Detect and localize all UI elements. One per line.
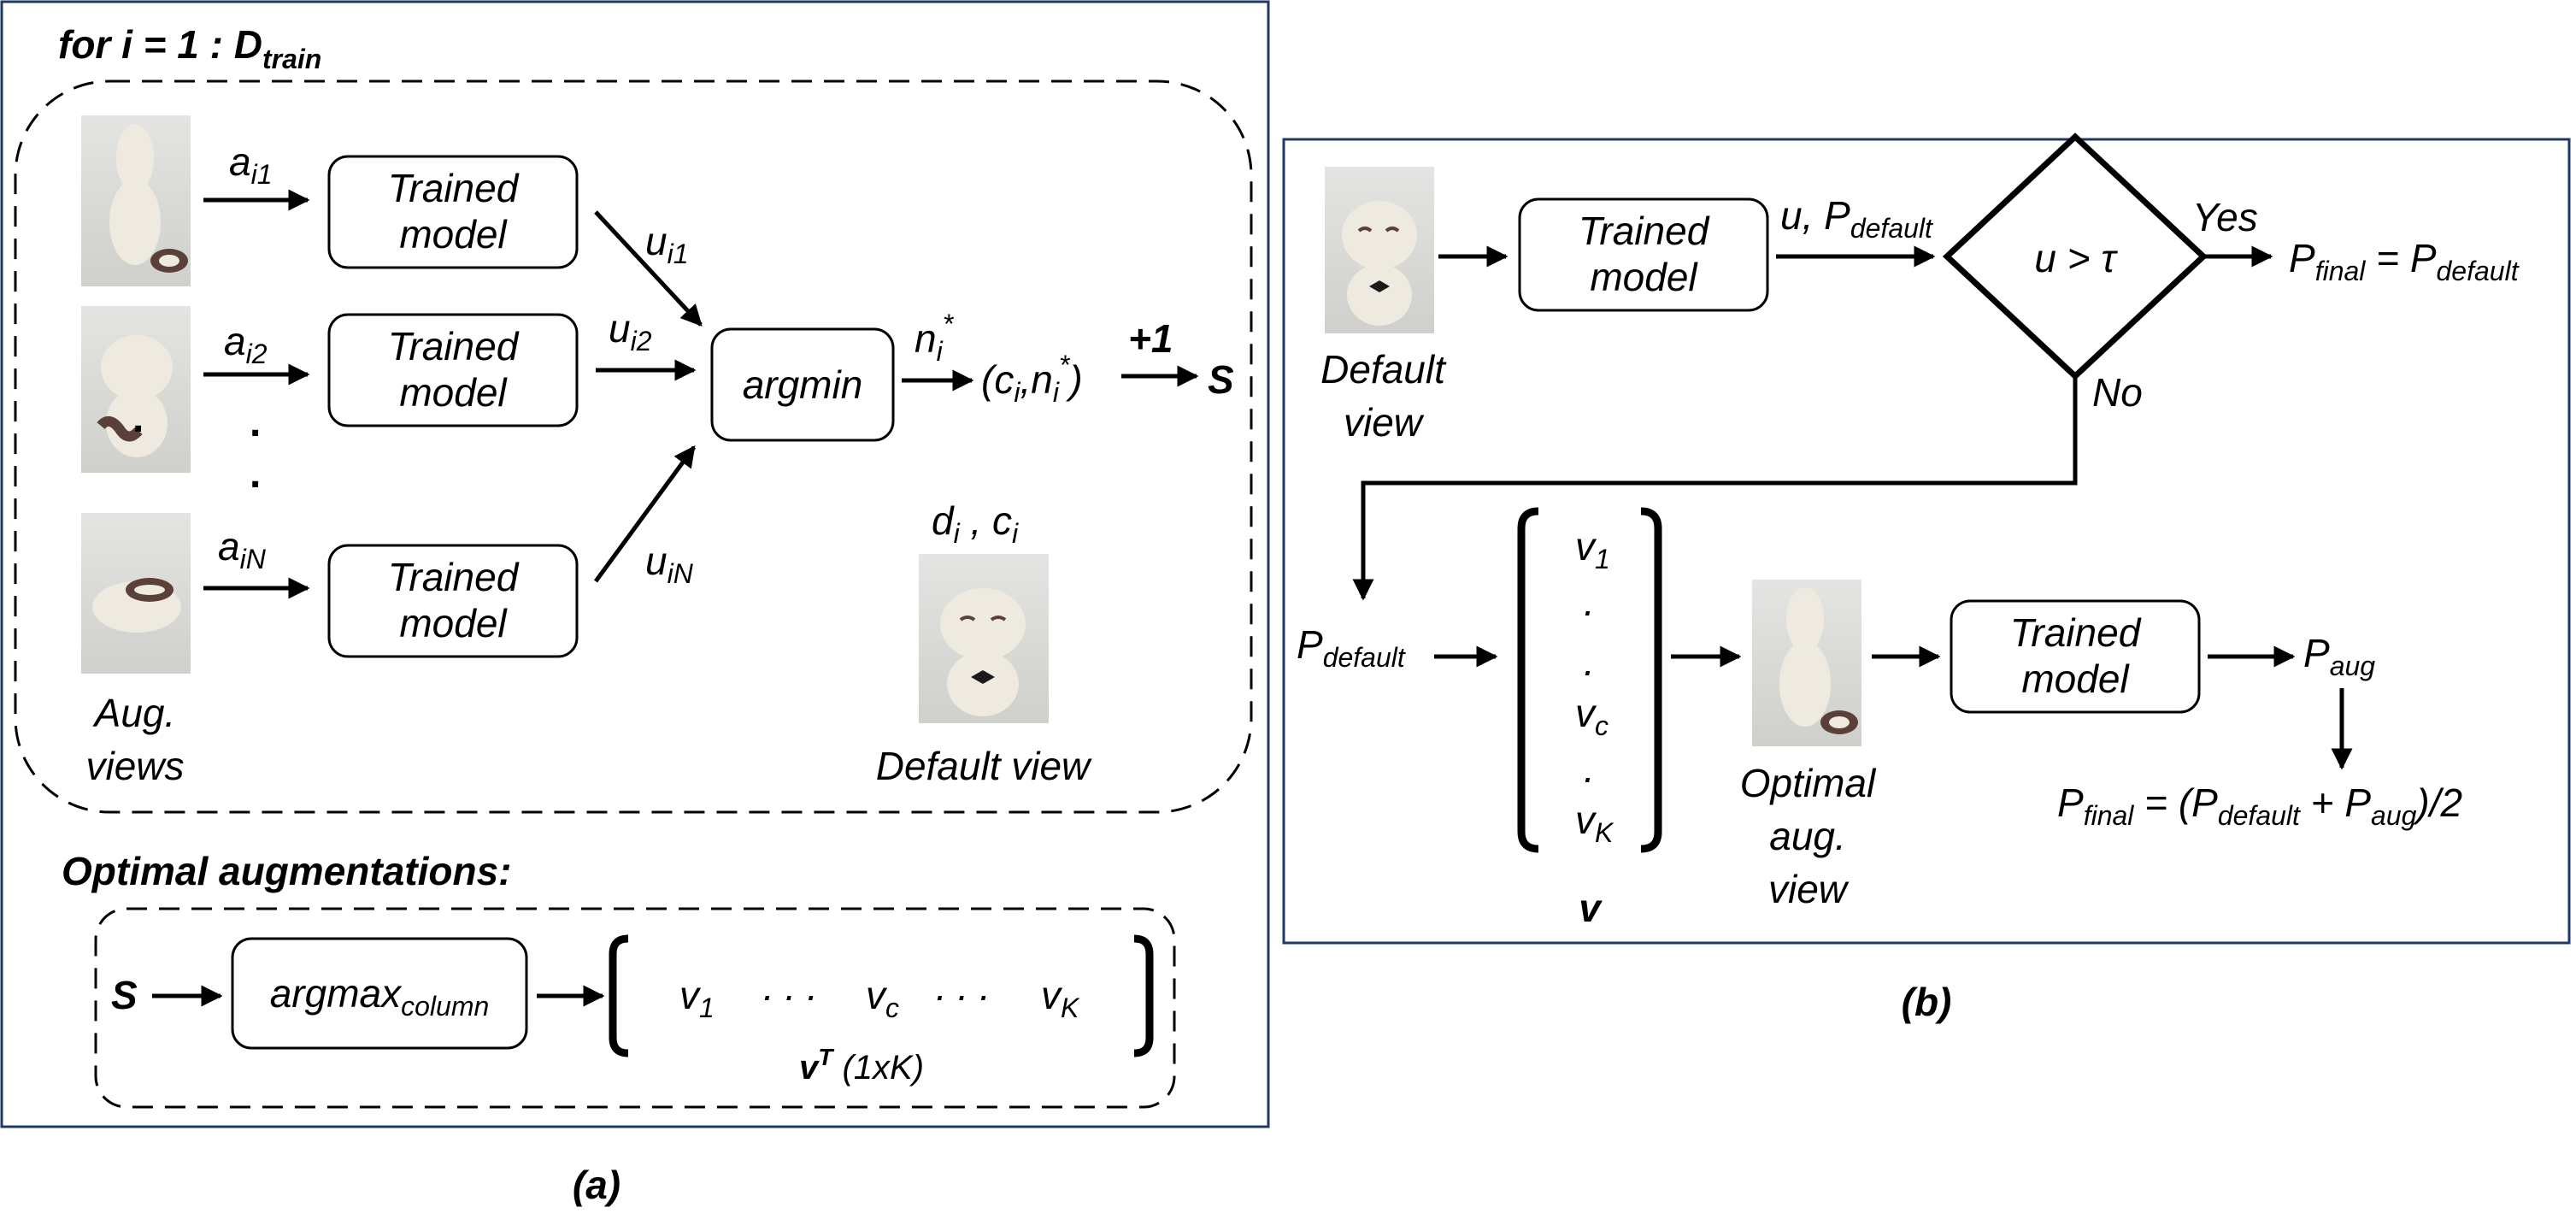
trained-model-box-3: Trained model [327, 544, 579, 658]
optimal-augmentations-title: Optimal augmentations: [62, 849, 511, 893]
vector-row-vc: vc [866, 973, 899, 1023]
vector-b-label: v [1579, 886, 1603, 930]
aug-label-2: ai2 [224, 319, 268, 369]
svg-text:model: model [2021, 657, 2130, 701]
svg-text:Trained: Trained [2010, 610, 2142, 655]
vector-b-items: v1 . . vc . vK [1575, 524, 1614, 848]
n-star-label: ni* [915, 309, 955, 367]
vector-left-bracket [609, 934, 629, 1057]
aug-views-label-line2: views [85, 744, 184, 788]
u-p-default-label: u, Pdefault [1780, 193, 1933, 244]
panel-a: for i = 1 : Dtrain . . . [0, 0, 1270, 1207]
vector-row-dots-1: . . . [763, 964, 818, 1009]
p-final-default-label: Pfinal = Pdefault [2289, 236, 2520, 286]
svg-text:Trained: Trained [388, 324, 520, 368]
u-label-2: ui2 [609, 306, 652, 356]
p-final-formula: Pfinal = (Pdefault + Paug)/2 [2057, 780, 2462, 831]
arrow-model1-to-argmin [594, 210, 703, 327]
argmax-box: argmaxcolumn [231, 937, 528, 1050]
tuple-label: (ci,ni*) [981, 350, 1083, 408]
vector-b-left-bracket [1517, 507, 1539, 853]
rows-ellipsis-dot: . [250, 400, 261, 445]
svg-text:Trained: Trained [1579, 209, 1710, 253]
vector-row-v1: v1 [679, 973, 715, 1023]
svg-text:argmin: argmin [743, 362, 863, 407]
caption-a: (a) [573, 1163, 620, 1207]
svg-text:Trained: Trained [388, 555, 520, 599]
rows-ellipsis-dot: . [132, 396, 144, 441]
trained-model-box-1: Trained model [327, 155, 579, 269]
caption-b: (b) [1902, 980, 1952, 1024]
di-ci-label: di , ci [932, 498, 1019, 549]
s-input-label: S [111, 973, 138, 1017]
vector-b-item: . [1584, 580, 1595, 624]
optimal-view-label-line2: aug. [1769, 814, 1846, 858]
optimal-view-label-line1: Optimal [1740, 761, 1877, 805]
vector-b-right-bracket [1640, 507, 1662, 853]
aug-views-label-line1: Aug. [92, 691, 176, 735]
rows-ellipsis-dot: . [250, 451, 261, 497]
default-view-photo-b [1325, 167, 1434, 333]
u-label-n: uiN [645, 539, 694, 589]
svg-text:u > τ: u > τ [2034, 236, 2118, 280]
no-label: No [2092, 370, 2143, 415]
trained-model-box-b1: Trained model [1518, 197, 1769, 312]
yes-label: Yes [2192, 195, 2258, 239]
aug-photo-3 [81, 513, 191, 674]
p-aug-label: Paug [2303, 631, 2375, 681]
vector-b-item: v1 [1575, 524, 1610, 574]
vector-row-dots-2: . . . [936, 964, 991, 1009]
svg-text:model: model [1590, 255, 1698, 299]
loop-label: for i = 1 : Dtrain [58, 22, 321, 74]
vector-right-bracket [1133, 934, 1154, 1057]
svg-text:model: model [399, 370, 508, 415]
vector-b-item: . [1584, 639, 1595, 684]
svg-text:model: model [399, 601, 508, 645]
default-view-label-b-line1: Default [1320, 347, 1447, 392]
optimal-dashed-box [94, 907, 1176, 1109]
loop-dashed-box [14, 80, 1253, 814]
aug-label-n: aiN [218, 524, 267, 574]
optimal-view-photo [1752, 580, 1861, 746]
trained-model-box-b2: Trained model [1950, 599, 2201, 714]
vector-b-item: . [1584, 746, 1595, 791]
p-default-label: Pdefault [1297, 622, 1406, 673]
panel-a-border [0, 0, 1270, 1128]
default-view-label-a: Default view [876, 744, 1092, 788]
argmin-box: argmin [710, 327, 895, 442]
svg-text:model: model [399, 212, 508, 256]
aug-photo-2 [81, 306, 191, 473]
arrow-decision-no [1352, 376, 2078, 601]
increment-label: +1 [1128, 316, 1173, 361]
vector-b-item: vK [1575, 798, 1614, 848]
vector-transpose-label: vT (1xK) [799, 1044, 924, 1087]
panel-b-border [1282, 138, 2571, 945]
arrow-model3-to-argmin [593, 445, 697, 583]
panel-b: Default view Trained model u, Pdefault u… [1282, 133, 2571, 1024]
trained-model-box-2: Trained model [327, 313, 579, 427]
aug-photo-1 [81, 115, 191, 286]
s-matrix-label: S [1208, 357, 1234, 402]
vector-row-vk: vK [1041, 973, 1080, 1023]
vector-b-item: vc [1575, 691, 1609, 741]
default-view-photo-a [919, 554, 1049, 723]
aug-label-1: ai1 [229, 139, 273, 190]
svg-text:argmaxcolumn: argmaxcolumn [270, 971, 490, 1022]
u-label-1: ui1 [645, 219, 689, 269]
optimal-view-label-line3: view [1768, 867, 1850, 911]
default-view-label-b-line2: view [1344, 400, 1425, 445]
svg-text:Trained: Trained [388, 166, 520, 210]
decision-diamond: u > τ [1942, 133, 2208, 380]
